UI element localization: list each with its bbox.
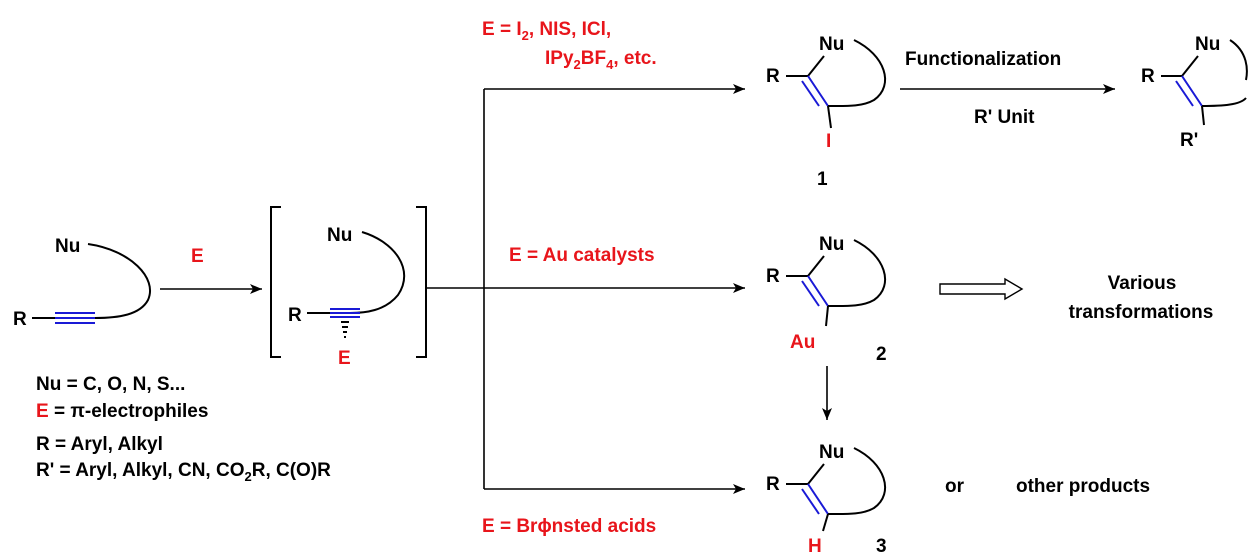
pi-coordination-bond (341, 321, 349, 338)
product-2-vinyl-gold: Nu R Au 2 (766, 234, 887, 365)
gold-catalyst-label: E = Au catalysts (509, 245, 655, 266)
product-3-alkene: Nu R H 3 (766, 442, 887, 556)
hydrogen-atom: H (808, 536, 822, 556)
functionalization-label: Functionalization (905, 49, 1061, 70)
tether-curve (349, 231, 405, 314)
r-prime-unit-label: R' Unit (974, 107, 1035, 128)
r-prime-label: R' (1180, 130, 1198, 151)
nu-definition: Nu = C, O, N, S... (36, 374, 185, 395)
various-transformations-line2: transformations (1069, 302, 1214, 323)
left-bracket (270, 206, 281, 358)
branch-arrows (426, 84, 745, 494)
nu-label: Nu (327, 225, 352, 246)
compound-3-number: 3 (876, 536, 887, 556)
r-label: R (766, 266, 780, 287)
functionalized-product: Nu R R' (1141, 34, 1248, 151)
r-definition: R = Aryl, Alkyl (36, 434, 163, 455)
right-bracket (416, 206, 427, 358)
or-label: or (945, 476, 965, 497)
open-arrow (939, 277, 1024, 301)
definitions-legend: Nu = C, O, N, S... E = π-electrophiles R… (36, 374, 331, 484)
compound-1-number: 1 (817, 169, 828, 190)
nu-label: Nu (819, 442, 844, 463)
triple-bond (330, 308, 360, 318)
other-products-label: other products (1016, 476, 1150, 497)
gold-atom: Au (790, 332, 815, 353)
product-1-iodide: Nu R I 1 (766, 34, 886, 190)
nu-label: Nu (819, 234, 844, 255)
bronsted-acid-label: E = Brϕnsted acids (482, 516, 656, 537)
compound-2-number: 2 (876, 344, 887, 365)
e-definition: E = π-electrophiles (36, 401, 208, 422)
r-prime-definition: R' = Aryl, Alkyl, CN, CO2R, C(O)R (36, 460, 331, 484)
nu-label: Nu (55, 236, 80, 257)
nu-label: Nu (1195, 34, 1220, 55)
triple-bond (55, 312, 95, 324)
electrophile-label: E (338, 348, 351, 369)
iodine-atom: I (826, 131, 831, 152)
nu-label: Nu (819, 34, 844, 55)
tether-curve (87, 243, 151, 319)
electrophile-label: E (191, 246, 204, 267)
r-label: R (766, 66, 780, 87)
iodine-reagents-line1: E = I2, NIS, ICl, (482, 19, 611, 43)
r-label: R (288, 305, 302, 326)
various-transformations-line1: Various (1108, 273, 1177, 294)
r-label: R (1141, 66, 1155, 87)
alkyne-substrate: Nu R (13, 236, 151, 330)
iodine-reagents-line2: IPy2BF4, etc. (545, 48, 657, 72)
r-label: R (766, 474, 780, 495)
pi-complex: Nu R E (270, 206, 427, 369)
r-label: R (13, 309, 27, 330)
